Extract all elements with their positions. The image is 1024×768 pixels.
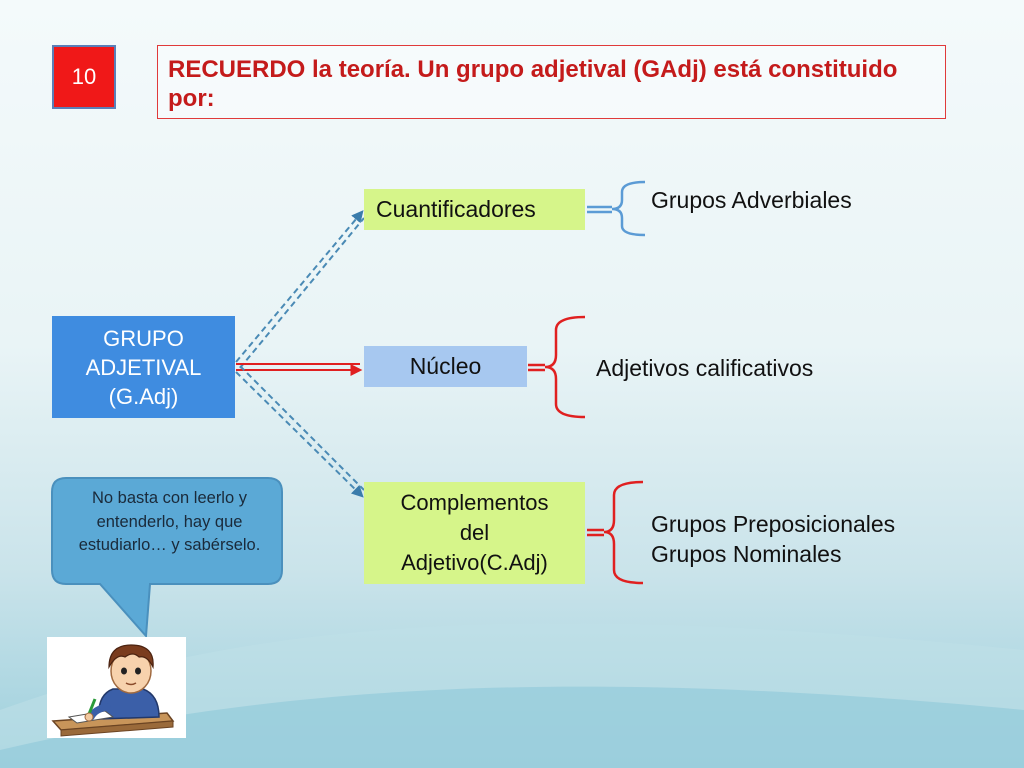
result-adjetivos-calificativos: Adjetivos calificativos <box>596 355 814 381</box>
arrow-to-nucleo <box>236 363 363 376</box>
title-box: RECUERDO la teoría. Un grupo adjetival (… <box>157 45 946 119</box>
brace-complementos <box>587 480 644 585</box>
node-complementos-line-2: del <box>459 520 490 545</box>
arrow-to-complementos <box>235 365 365 498</box>
background-wave <box>0 623 1024 768</box>
root-line-1: GRUPO <box>103 325 184 351</box>
node-complementos: Complementos del Adjetivo(C.Adj) <box>364 482 585 584</box>
student-drawing-icon <box>51 644 175 737</box>
result-grupos-nominales: Grupos Nominales <box>651 541 842 567</box>
root-line-2: ADJETIVAL <box>85 354 202 380</box>
node-cuantificadores-label: Cuantificadores <box>376 196 536 222</box>
slide-number-badge: 10 <box>52 45 116 109</box>
node-cuantificadores: Cuantificadores <box>364 189 585 230</box>
arrow-to-cuantificadores <box>235 210 365 369</box>
speech-bubble-text: No basta con leerlo y entenderlo, hay qu… <box>78 489 261 554</box>
slide-number-text: 10 <box>71 64 97 89</box>
node-complementos-line-1: Complementos <box>400 490 549 515</box>
slide-title: RECUERDO la teoría. Un grupo adjetival (… <box>168 56 898 112</box>
speech-bubble <box>51 477 283 639</box>
root-line-3: (G.Adj) <box>108 383 179 409</box>
student-illustration <box>47 637 186 738</box>
node-nucleo: Núcleo <box>364 346 527 387</box>
node-complementos-line-3: Adjetivo(C.Adj) <box>401 550 548 575</box>
brace-cuantificadores <box>587 180 646 237</box>
brace-nucleo <box>528 315 586 419</box>
root-node-grupo-adjetival: GRUPO ADJETIVAL (G.Adj) <box>52 316 235 418</box>
node-nucleo-label: Núcleo <box>409 353 482 379</box>
result-grupos-adverbiales: Grupos Adverbiales <box>651 187 852 213</box>
result-grupos-preposicionales: Grupos Preposicionales <box>651 511 896 537</box>
